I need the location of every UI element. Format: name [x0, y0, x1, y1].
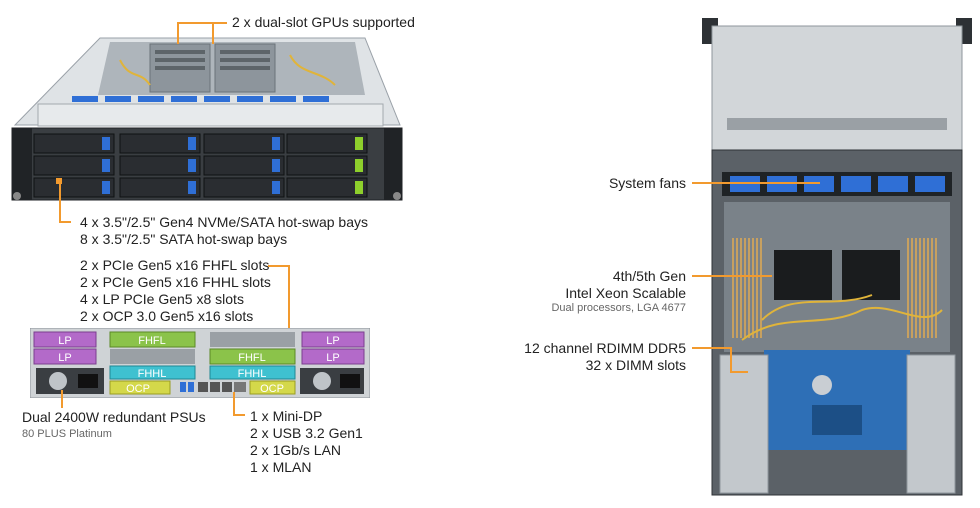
- psu-callout-sub: 80 PLUS Platinum: [22, 428, 112, 440]
- fhfl-label-2: FHFL: [238, 352, 266, 364]
- fhhl-slot-1: [109, 365, 196, 380]
- pcie-callout-1: 2 x PCIe Gen5 x16 FHFL slots: [80, 257, 270, 273]
- dimm-slot: [915, 238, 917, 338]
- drive-bay-latch: [355, 159, 363, 172]
- rear-server-image: LP LP LP LP FHFL FHFL FHHL FHHL OCP OCP: [30, 328, 370, 398]
- pcie-callout-2: 2 x PCIe Gen5 x16 FHHL slots: [80, 274, 271, 290]
- drive-bay: [286, 133, 368, 154]
- memory-callout-1: 12 channel RDIMM DDR5: [524, 340, 686, 356]
- system-fan: [804, 176, 834, 192]
- drive-bay-latch: [188, 181, 196, 194]
- drive-bay: [119, 133, 201, 154]
- drive-bay-latch: [102, 159, 110, 172]
- dimm-slot: [756, 238, 758, 338]
- drive-bay: [119, 155, 201, 176]
- fhfl-label-1: FHFL: [138, 335, 166, 347]
- drive-bay: [33, 177, 115, 198]
- drive-bay-latch: [102, 181, 110, 194]
- fhfl-slot-2: [209, 348, 296, 365]
- drive-bay-latch: [355, 181, 363, 194]
- lp-slot-1: [33, 331, 97, 348]
- ocp-slot-2: [249, 380, 296, 395]
- dimm-slot: [740, 238, 742, 338]
- cpu-callout-1: 4th/5th Gen: [612, 268, 686, 284]
- drive-bay-latch: [188, 159, 196, 172]
- dimm-slot: [732, 238, 734, 338]
- drive-bay: [286, 177, 368, 198]
- memory-callout-2: 32 x DIMM slots: [585, 357, 686, 373]
- dimm-slot: [752, 238, 754, 338]
- dimm-slot: [760, 238, 762, 338]
- dimm-slot: [748, 238, 750, 338]
- bays-callout-2: 8 x 3.5"/2.5" SATA hot-swap bays: [80, 231, 288, 247]
- drive-bay-latch: [272, 159, 280, 172]
- fhhl-label-1: FHHL: [138, 368, 167, 380]
- drive-bay-latch: [355, 137, 363, 150]
- lp-label-3: LP: [326, 335, 339, 347]
- drive-bay-latch: [102, 137, 110, 150]
- io-callout-4: 1 x MLAN: [250, 459, 312, 475]
- system-fan: [915, 176, 945, 192]
- system-fan: [730, 176, 760, 192]
- lp-slot-2: [33, 348, 97, 365]
- lp-label-2: LP: [58, 352, 71, 364]
- system-fan: [767, 176, 797, 192]
- cpu-callout-2: Intel Xeon Scalable: [565, 285, 686, 301]
- io-callout-2: 2 x USB 3.2 Gen1: [250, 425, 363, 441]
- bays-callout-1: 4 x 3.5"/2.5" Gen4 NVMe/SATA hot-swap ba…: [80, 214, 369, 230]
- ocp-slot-1: [109, 380, 171, 395]
- dimm-slot: [923, 238, 925, 338]
- psu-callout: Dual 2400W redundant PSUs: [22, 409, 206, 425]
- drive-bay: [33, 155, 115, 176]
- fhhl-slot-2: [209, 365, 296, 380]
- system-fan: [878, 176, 908, 192]
- drive-bay: [203, 155, 285, 176]
- drive-bay: [119, 177, 201, 198]
- fans-callout: System fans: [608, 175, 686, 191]
- dimm-slot: [907, 238, 909, 338]
- drive-bay-latch: [272, 181, 280, 194]
- system-fan: [841, 176, 871, 192]
- ocp-label-1: OCP: [126, 383, 150, 395]
- front-server-image: [11, 37, 403, 201]
- dimm-slot: [919, 238, 921, 338]
- pcie-callout-3: 4 x LP PCIe Gen5 x8 slots: [80, 291, 244, 307]
- dimm-slot: [911, 238, 913, 338]
- dimm-slot: [736, 238, 738, 338]
- gpu-callout: 2 x dual-slot GPUs supported: [232, 14, 415, 30]
- top-view-server-image: [702, 18, 972, 496]
- dimm-slot: [931, 238, 933, 338]
- cpu-callout-sub: Dual processors, LGA 4677: [551, 302, 686, 314]
- io-callout-1: 1 x Mini-DP: [250, 408, 323, 424]
- lp-label-4: LP: [326, 352, 339, 364]
- drive-bay: [286, 155, 368, 176]
- drive-bay-latch: [188, 137, 196, 150]
- drive-bay: [33, 133, 115, 154]
- fhhl-label-2: FHHL: [238, 368, 267, 380]
- lp-label-1: LP: [58, 335, 71, 347]
- io-callout-3: 2 x 1Gb/s LAN: [250, 442, 342, 458]
- dimm-slot: [927, 238, 929, 338]
- lp-slot-3: [301, 331, 365, 348]
- drive-bay-latch: [272, 137, 280, 150]
- pcie-callout-4: 2 x OCP 3.0 Gen5 x16 slots: [80, 308, 254, 324]
- fhfl-slot-1: [109, 331, 196, 348]
- drive-bay: [203, 133, 285, 154]
- dimm-slot: [744, 238, 746, 338]
- drive-bay: [203, 177, 285, 198]
- dimm-slot: [935, 238, 937, 338]
- ocp-label-2: OCP: [260, 383, 284, 395]
- lp-slot-4: [301, 348, 365, 365]
